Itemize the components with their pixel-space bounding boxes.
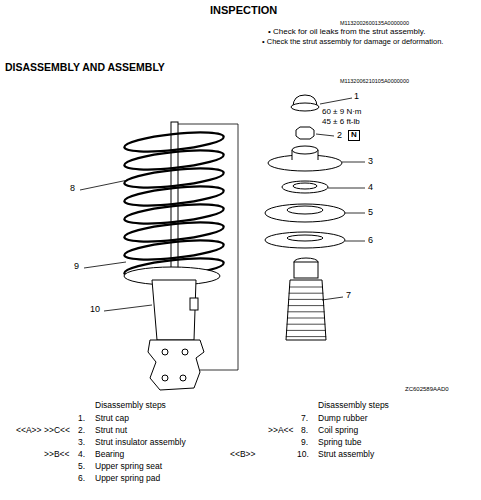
step-name: Coil spring	[318, 426, 358, 435]
strut-nut	[296, 127, 314, 139]
leader-line	[345, 241, 365, 242]
step-name: Strut assembly	[318, 450, 374, 459]
dump-rubber-body	[294, 262, 318, 278]
tube-rib	[288, 299, 324, 300]
callout-number: 7	[346, 291, 351, 301]
upper-spring-pad	[265, 232, 345, 248]
callout-number: 5	[368, 208, 373, 218]
spring-tube	[286, 280, 326, 340]
coil-spring	[123, 129, 224, 281]
assembly-line	[178, 124, 238, 370]
knuckle-bracket	[148, 340, 204, 390]
tube-rib	[286, 330, 326, 331]
leader-line	[328, 188, 365, 189]
callout-number: 1	[354, 92, 359, 102]
step-number: 9.	[301, 438, 308, 447]
bearing	[282, 181, 328, 193]
leader-line	[84, 262, 126, 268]
table-header: Disassembly steps	[318, 401, 389, 410]
step-number: 7.	[301, 414, 308, 423]
leader-line	[345, 213, 365, 214]
tube-rib	[287, 311, 324, 312]
tube-ribs	[286, 287, 326, 337]
bolt-hole	[182, 349, 188, 355]
step-name: Upper spring pad	[95, 474, 160, 483]
step-number: 10.	[297, 450, 309, 459]
leader-line	[80, 180, 128, 190]
tube-rib	[288, 305, 324, 306]
doc-code: M1132002600135A0000000	[340, 20, 409, 26]
step-number: 8.	[301, 426, 308, 435]
section-heading: INSPECTION	[210, 4, 277, 16]
piston-rod	[171, 122, 178, 272]
callout-number: 2	[337, 131, 342, 141]
bracket-tab	[190, 298, 198, 310]
table-header: Disassembly steps	[95, 401, 166, 410]
upper-spring-seat	[265, 204, 345, 222]
tube-rib	[289, 287, 323, 288]
note: • Check for oil leaks from the strut ass…	[268, 28, 425, 37]
bolt-hole	[180, 375, 186, 381]
figure-code: ZC602589AAD0	[405, 386, 449, 393]
step-name: Dump rubber	[318, 414, 368, 423]
leader-line	[322, 297, 343, 300]
tube-rib	[287, 318, 325, 319]
torque-value: 45 ± 6 ft-lb	[322, 118, 360, 127]
callout-number: 9	[74, 262, 79, 272]
step-ref: <<B>>	[230, 450, 256, 459]
bolt-hole	[162, 349, 168, 355]
step-name: Strut cap	[95, 414, 129, 423]
bolt-hole	[162, 375, 168, 381]
leader-line	[342, 162, 365, 163]
step-number: 3.	[78, 438, 85, 447]
bearing-bore	[293, 183, 317, 189]
callout-number: 8	[70, 184, 75, 194]
callout-number: 10	[90, 305, 100, 315]
pad-bore	[287, 235, 323, 241]
torque-value: 60 ± 9 N·m	[322, 108, 362, 117]
callout-number: 3	[368, 157, 373, 167]
step-ref: >>A<<	[268, 426, 294, 435]
strut-body	[152, 280, 196, 340]
note: • Check the strut assembly for damage or…	[262, 38, 443, 46]
tube-rib	[289, 293, 324, 294]
step-ref: <<A>>	[16, 426, 42, 435]
step-ref: >>B<<	[44, 450, 70, 459]
step-name: Upper spring seat	[95, 462, 162, 471]
callout-number: 6	[368, 236, 373, 246]
insulator-top	[292, 146, 318, 154]
step-number: 1.	[78, 414, 85, 423]
step-name: Bearing	[95, 450, 124, 459]
new-part-mark: N	[348, 130, 360, 141]
section-heading: DISASSEMBLY AND ASSEMBLY	[5, 62, 165, 74]
seat-bore	[287, 206, 323, 214]
doc-code: M1132006210105A0000000	[340, 78, 409, 84]
leader-line	[316, 134, 334, 136]
step-number: 4.	[78, 450, 85, 459]
step-name: Strut insulator assembly	[95, 438, 186, 447]
leader-line	[320, 98, 352, 104]
step-number: 2.	[78, 426, 85, 435]
strut-cap-rim	[291, 103, 319, 111]
tube-rib	[287, 324, 326, 325]
step-name: Spring tube	[318, 438, 361, 447]
callout-number: 4	[368, 183, 373, 193]
step-ref: >>C<<	[44, 426, 70, 435]
step-name: Strut nut	[95, 426, 127, 435]
leader-line	[104, 305, 152, 311]
step-number: 6.	[78, 474, 85, 483]
step-number: 5.	[78, 462, 85, 471]
tube-rib	[286, 336, 326, 337]
